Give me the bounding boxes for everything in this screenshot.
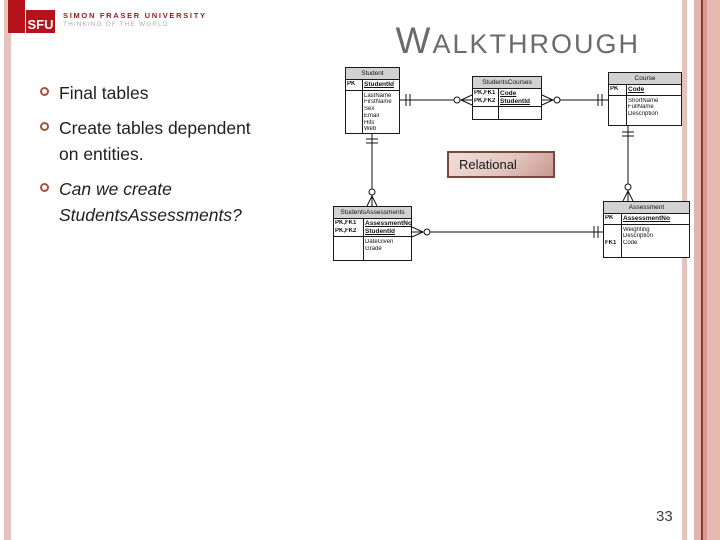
university-tagline: THINKING OF THE WORLD [63, 21, 169, 28]
university-name: SIMON FRASER UNIVERSITY [63, 11, 207, 20]
right-accent-stripe-3 [701, 0, 703, 540]
right-accent-stripe-4 [703, 0, 707, 540]
title-first-letter: W [395, 20, 433, 61]
bullet-item: Can we create StudentsAssessments? [40, 176, 270, 228]
bullet-item: Create tables dependent on entities. [40, 115, 270, 167]
er-table-title: Student [346, 68, 399, 80]
er-table-title: Course [609, 73, 681, 85]
er-table-title: StudentsCourses [473, 77, 541, 89]
bullet-text: Can we create StudentsAssessments? [59, 179, 242, 225]
page-number: 33 [656, 508, 673, 525]
er-key-field: StudentId [500, 97, 530, 105]
er-key-label: PK,FK2 [474, 97, 496, 104]
er-key-section: PK StudentId [346, 80, 399, 91]
er-key-label [609, 98, 626, 105]
er-key-field: Code [500, 90, 517, 97]
er-attribute: Web [364, 126, 377, 133]
bullet-marker-icon [40, 183, 49, 192]
er-column-divider [363, 218, 364, 260]
er-key-field: AssessmentNo [623, 215, 670, 222]
er-attribute: Sex [364, 106, 375, 113]
er-attribute: Weighting [623, 226, 650, 233]
er-table-title: Assessment [604, 202, 689, 214]
corner-accent-block [8, 0, 25, 33]
er-attribute: DateGiven [365, 239, 394, 245]
er-key-field: StudentId [365, 227, 395, 235]
er-key-label [609, 104, 626, 111]
right-accent-stripe-5 [707, 0, 720, 540]
right-accent-stripe-2 [694, 0, 701, 540]
er-key-label [346, 126, 362, 133]
er-key-label: PK,FK2 [335, 227, 357, 234]
er-column-divider [626, 84, 627, 125]
bullet-text: Final tables [59, 83, 149, 103]
er-attribute: Description [623, 233, 654, 240]
sfu-logo: SFU [26, 10, 55, 33]
er-attribute: Code [623, 240, 638, 247]
er-key-label [346, 106, 362, 113]
er-column-divider [362, 79, 363, 133]
er-key-label [473, 109, 498, 116]
er-key-section: PK Code [609, 85, 681, 96]
er-key-label [609, 111, 626, 118]
er-attribute: Hits [364, 119, 375, 126]
er-attribute: Description [628, 111, 659, 118]
er-key-label: PK [605, 215, 614, 221]
er-key-label: PK [347, 81, 356, 87]
er-key-field: AssessmentNo [365, 220, 411, 227]
bullet-item: Final tables [40, 80, 270, 106]
bullet-marker-icon [40, 122, 49, 131]
er-key-label: PK,FK1 [474, 90, 496, 96]
er-key-section: PK AssessmentNo [604, 214, 689, 225]
bullet-text: Create tables dependent on entities. [59, 118, 251, 164]
er-key-label [334, 239, 363, 246]
er-key-label [334, 246, 363, 253]
er-key-label [604, 233, 621, 240]
er-attribute-section [473, 107, 541, 117]
title-rest: ALKTHROUGH [432, 29, 640, 59]
er-key-label [346, 120, 362, 127]
er-attribute: ShortName [628, 97, 659, 104]
er-attribute [498, 109, 541, 116]
er-key-field: StudentId [364, 81, 394, 88]
er-attribute: Email [364, 112, 380, 119]
slide-title: WALKTHROUGH [396, 22, 640, 59]
er-key-label: FK1 [605, 240, 617, 247]
er-attribute: FirstName [364, 99, 392, 106]
er-table-title: StudentsAssessments [334, 207, 411, 219]
er-key-label [604, 227, 621, 234]
er-key-label: PK [610, 86, 619, 92]
er-column-divider [498, 88, 499, 119]
er-key-label [346, 113, 362, 120]
right-accent-stripe-1 [682, 0, 687, 540]
er-key-label [346, 99, 362, 106]
bullet-marker-icon [40, 87, 49, 96]
er-key-field: Code [628, 86, 645, 93]
er-attribute: FullName [628, 104, 654, 111]
left-accent-stripe [4, 0, 11, 540]
er-attribute: Grade [365, 245, 382, 252]
er-key-label [346, 93, 362, 100]
er-attribute: LastName [364, 92, 392, 99]
relational-label: Relational [447, 151, 555, 178]
er-key-label: PK,FK1 [335, 220, 357, 226]
er-column-divider [621, 213, 622, 257]
